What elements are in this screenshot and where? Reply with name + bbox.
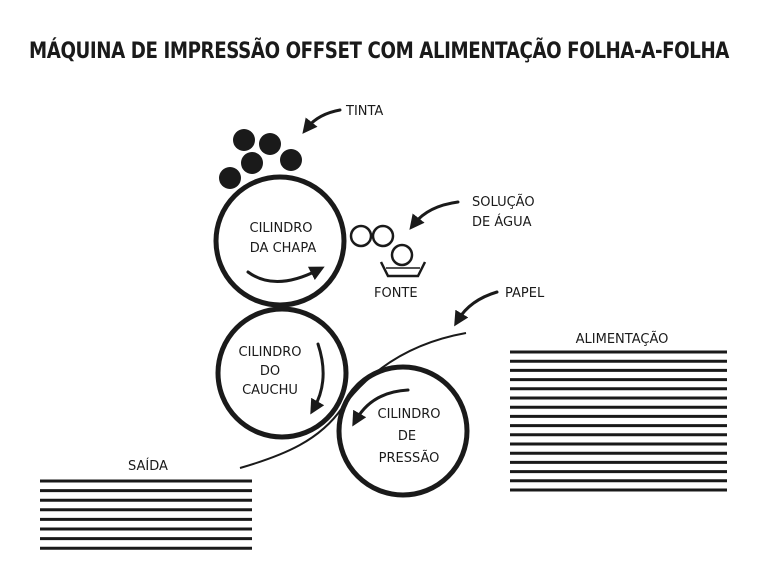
ink-rollers xyxy=(219,129,302,189)
delivery-stack xyxy=(40,479,252,550)
blanket-cylinder-label-2: DO xyxy=(260,364,280,379)
blanket-rotation-arrow xyxy=(310,342,325,415)
diagram-title: MÁQUINA DE IMPRESSÃO OFFSET COM ALIMENTA… xyxy=(29,38,729,64)
blanket-cylinder-label-3: CAUCHU xyxy=(242,383,298,398)
paper-label: PAPEL xyxy=(505,286,545,301)
water-label-2: DE ÁGUA xyxy=(472,214,532,230)
impression-rotation-arrow xyxy=(352,388,410,427)
ink-label: TINTA xyxy=(345,104,383,119)
water-rollers xyxy=(349,224,414,267)
fountain-tray xyxy=(379,261,427,278)
water-pointer-arrow xyxy=(409,200,460,230)
impression-cylinder-label-1: CILINDRO xyxy=(378,407,441,422)
blanket-cylinder-label-1: CILINDRO xyxy=(239,345,302,360)
delivery-label: SAÍDA xyxy=(128,458,168,474)
plate-cylinder-label-1: CILINDRO xyxy=(250,221,313,236)
feed-label: ALIMENTAÇÃO xyxy=(576,331,669,347)
paper-path xyxy=(239,332,467,469)
paper-pointer-arrow xyxy=(454,290,499,327)
blanket-cylinder xyxy=(215,306,349,440)
impression-cylinder-label-2: DE xyxy=(398,429,416,444)
impression-cylinder xyxy=(336,364,470,498)
plate-cylinder-label-2: DA CHAPA xyxy=(250,241,317,256)
feed-stack xyxy=(510,350,727,492)
fountain-label: FONTE xyxy=(374,286,418,301)
plate-rotation-arrow xyxy=(246,266,325,283)
water-label-1: SOLUÇÃO xyxy=(472,194,535,210)
plate-cylinder xyxy=(213,174,347,308)
ink-pointer-arrow xyxy=(302,108,342,134)
impression-cylinder-label-3: PRESSÃO xyxy=(379,450,440,466)
